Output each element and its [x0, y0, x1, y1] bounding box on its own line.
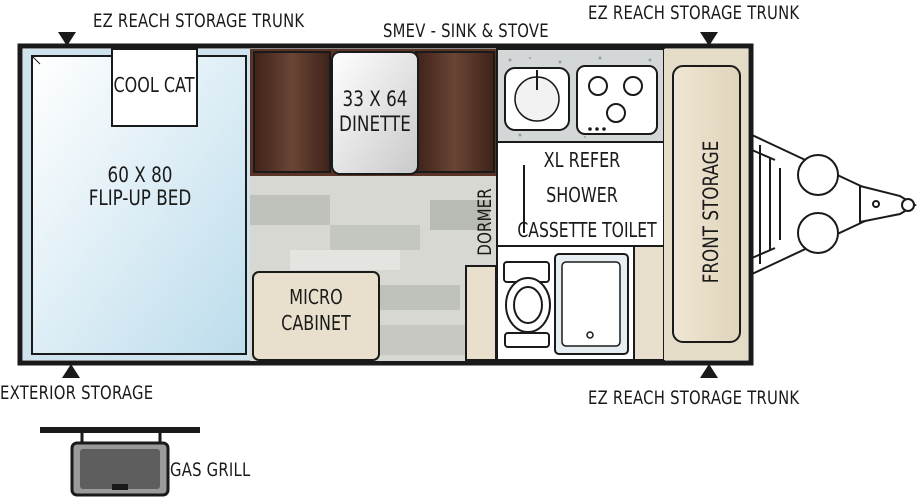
bed-label: FLIP-UP BED [89, 186, 192, 210]
front-storage [672, 65, 741, 343]
dinette-table [331, 51, 419, 175]
dormer-cabinet [465, 265, 497, 361]
sink-stove-label: SMEV - SINK & STOVE [383, 20, 549, 42]
cassette-toilet [503, 261, 551, 348]
cassette-toilet-label: CASSETTE TOILET [517, 219, 656, 242]
trunk-bottom-right-label: EZ REACH STORAGE TRUNK [588, 387, 800, 409]
cool-cat-unit [111, 48, 198, 127]
gas-grill-label: GAS GRILL [170, 459, 251, 481]
micro-cabinet [252, 271, 380, 361]
gas-grill [40, 427, 200, 497]
cool-cat-label: COOL CAT [113, 74, 195, 97]
dinette-size-label: 33 X 64 [343, 87, 408, 111]
bed-size-label: 60 X 80 [108, 163, 173, 187]
stove-burners [588, 76, 643, 123]
bath-cabinet [633, 245, 665, 361]
front-storage-label: FRONT STORAGE [699, 141, 723, 284]
dinette-label: DINETTE [339, 112, 411, 136]
trunk-top-right-label: EZ REACH STORAGE TRUNK [588, 2, 800, 24]
trunk-arrow-top-right [700, 32, 718, 46]
exterior-storage-arrow [62, 364, 80, 378]
exterior-storage-label: EXTERIOR STORAGE [0, 382, 154, 404]
dinette-seat-right [415, 51, 495, 173]
cabinet-label: CABINET [281, 312, 351, 335]
shower-label: SHOWER [546, 184, 618, 207]
dormer-label: DORMER [474, 188, 496, 255]
trailer-hitch [751, 134, 917, 275]
jack-wheels [797, 154, 839, 254]
stove [576, 65, 658, 135]
trunk-arrow-top-left [58, 32, 76, 46]
micro-label: MICRO [289, 286, 342, 309]
dinette-seat-left [253, 51, 331, 173]
trunk-arrow-bottom-right [700, 364, 718, 378]
trunk-top-left-label: EZ REACH STORAGE TRUNK [93, 10, 305, 32]
xl-refer-label: XL REFER [544, 149, 621, 172]
